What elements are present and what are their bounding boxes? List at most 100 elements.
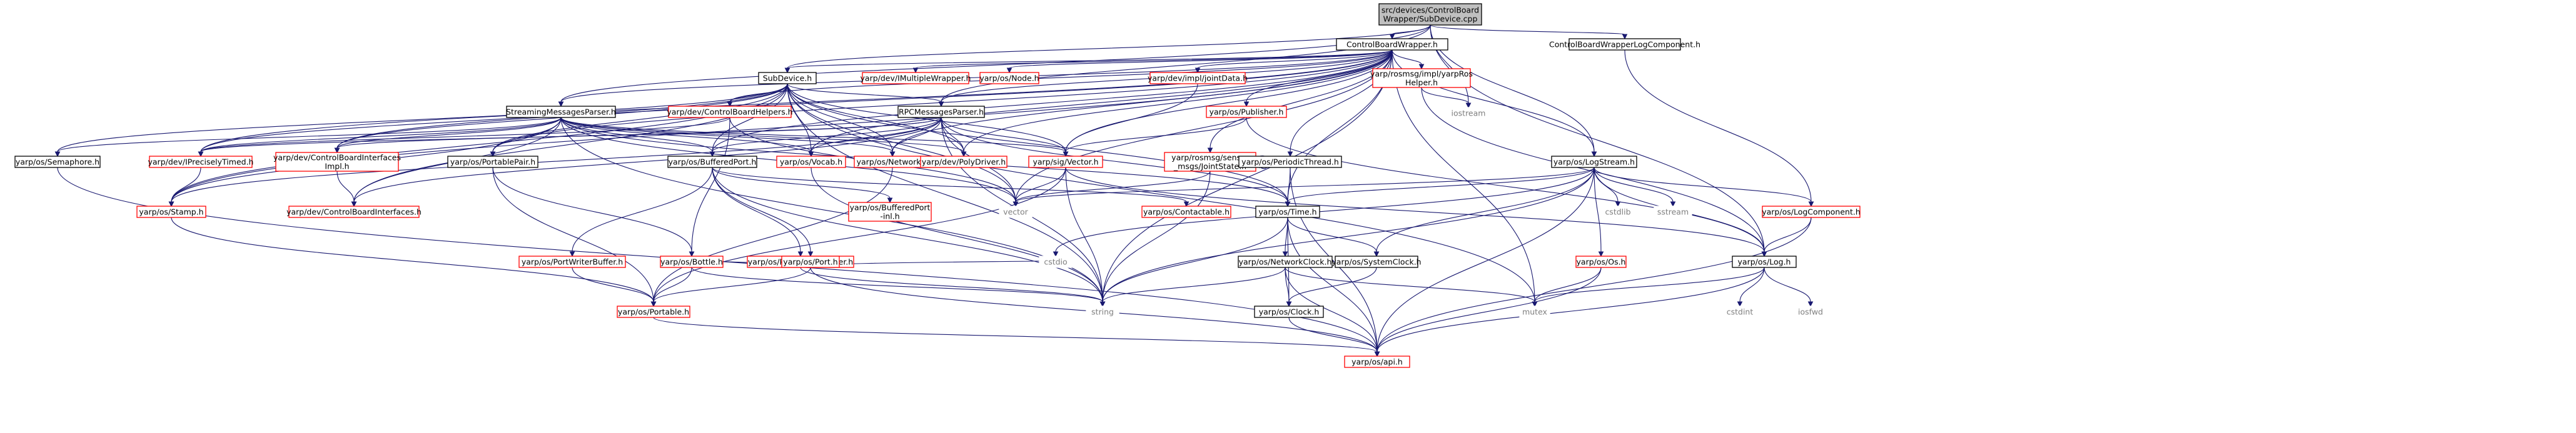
node-logcomp[interactable]: yarp/os/LogComponent.h	[1762, 206, 1861, 218]
node-label: cstdlib	[1605, 207, 1630, 217]
node-box	[667, 156, 757, 168]
node-portable[interactable]: yarp/os/Portable.h	[617, 306, 690, 318]
node-label: ControlBoardWrapperLogComponent.h	[1549, 40, 1700, 49]
node-label: yarp/os/Clock.h	[1259, 307, 1320, 317]
node-box	[1028, 156, 1103, 168]
node-label: yarp/os/BufferedPort	[850, 203, 931, 212]
node-cbi[interactable]: yarp/dev/ControlBoardInterfaces.h	[286, 206, 422, 218]
node-box	[1654, 206, 1692, 218]
arrowhead	[1287, 151, 1293, 157]
node-box	[518, 256, 626, 268]
node-box	[275, 152, 399, 172]
arrowhead	[807, 251, 814, 257]
edge-smparser-to-sigvector	[560, 117, 1069, 157]
arrowhead	[1591, 151, 1597, 157]
node-node[interactable]: yarp/os/Node.h	[979, 72, 1039, 84]
node-semaphore[interactable]: yarp/os/Semaphore.h	[14, 156, 101, 168]
node-stamp[interactable]: yarp/os/Stamp.h	[136, 206, 206, 218]
node-vector: vector	[999, 206, 1033, 218]
arrowhead	[887, 197, 893, 204]
node-cbw[interactable]: ControlBoardWrapper.h	[1336, 38, 1448, 51]
arrowhead	[961, 151, 967, 157]
node-cbhelpers[interactable]: yarp/dev/ControlBoardHelpers.h	[667, 106, 793, 118]
edge-smparser-to-vocab	[560, 117, 814, 157]
node-subdev[interactable]: SubDevice.h	[758, 72, 817, 84]
arrowhead	[1243, 101, 1250, 107]
edges-layer	[54, 24, 1814, 357]
node-label: yarp/os/SystemClock.h	[1331, 257, 1421, 267]
node-label: ControlBoardWrapper.h	[1346, 40, 1438, 49]
node-box	[149, 156, 253, 168]
node-label: Impl.h	[325, 162, 349, 171]
node-label: yarp/os/Log.h	[1738, 257, 1791, 267]
node-logstream[interactable]: yarp/os/LogStream.h	[1551, 156, 1637, 168]
node-bottle[interactable]: yarp/os/Bottle.h	[660, 256, 724, 268]
node-netclock[interactable]: yarp/os/NetworkClock.h	[1238, 256, 1333, 268]
arrowhead	[1532, 301, 1538, 307]
node-port[interactable]: yarp/os/Port.h	[781, 256, 840, 268]
edge-logstream-to-cstdio	[1053, 167, 1595, 257]
node-box	[1450, 107, 1487, 119]
edge-smparser-to-network	[560, 117, 896, 157]
node-os[interactable]: yarp/os/Os.h	[1575, 256, 1627, 268]
arrowhead	[912, 67, 919, 74]
node-bufport[interactable]: yarp/os/BufferedPort.h	[667, 156, 757, 168]
arrowhead	[54, 151, 61, 157]
edge-logstream-to-vector	[1013, 167, 1595, 207]
node-portwbuf[interactable]: yarp/os/PortWriterBuffer.h	[518, 256, 626, 268]
edge-smparser-to-polydriver	[560, 117, 967, 157]
node-polydriver[interactable]: yarp/dev/PolyDriver.h	[920, 156, 1008, 168]
node-clock[interactable]: yarp/os/Clock.h	[1254, 306, 1324, 318]
arrowhead	[889, 151, 896, 157]
edge-bufport-to-port	[712, 167, 814, 257]
edge-bufport-to-contactable	[712, 167, 1190, 207]
edge-cbiimpl-to-cbi	[336, 171, 357, 207]
node-box	[617, 306, 690, 318]
node-network[interactable]: yarp/os/Network.h	[854, 156, 931, 168]
node-iprecise[interactable]: yarp/dev/IPreciselyTimed.h	[148, 156, 254, 168]
node-box	[848, 202, 932, 222]
node-log[interactable]: yarp/os/Log.h	[1732, 256, 1797, 268]
node-cbwlog[interactable]: ControlBoardWrapperLogComponent.h	[1549, 38, 1700, 51]
node-cstdio: cstdio	[1039, 256, 1073, 268]
node-multwrap[interactable]: yarp/dev/IMultipleWrapper.h	[861, 72, 971, 84]
node-contactable[interactable]: yarp/os/Contactable.h	[1141, 206, 1231, 218]
node-root[interactable]: src/devices/ControlBoardWrapper/SubDevic…	[1378, 3, 1482, 26]
node-vocab[interactable]: yarp/os/Vocab.h	[776, 156, 846, 168]
node-label: SubDevice.h	[763, 74, 812, 83]
node-time[interactable]: yarp/os/Time.h	[1255, 206, 1320, 218]
edge-time-to-netclock	[1282, 217, 1288, 257]
node-rpcparser[interactable]: RPCMessagesParser.h	[897, 106, 985, 118]
edge-portable-to-api	[653, 317, 1380, 357]
node-label: sstream	[1657, 207, 1689, 217]
node-box	[776, 156, 846, 168]
arrowhead	[797, 251, 804, 257]
edge-logstream-to-logcomp	[1594, 167, 1814, 207]
node-label: mutex	[1522, 307, 1547, 317]
node-label: cstdint	[1727, 307, 1754, 317]
node-sysclock[interactable]: yarp/os/SystemClock.h	[1331, 256, 1422, 268]
node-api[interactable]: yarp/os/api.h	[1344, 356, 1410, 368]
edge-root-to-cbwlog	[1430, 24, 1628, 40]
node-jointdata[interactable]: yarp/dev/impl/jointData.h	[1148, 72, 1248, 84]
edge-bufport-to-bufportinl	[712, 167, 893, 204]
arrowhead	[784, 67, 790, 74]
node-mutex: mutex	[1519, 306, 1550, 318]
node-smparser[interactable]: StreamingMessagesParser.h	[506, 106, 616, 118]
node-iostream: iostream	[1450, 107, 1487, 119]
node-bufportinl[interactable]: yarp/os/BufferedPort-inl.h	[848, 202, 932, 222]
node-publisher[interactable]: yarp/os/Publisher.h	[1206, 106, 1287, 118]
arrowhead	[490, 151, 496, 157]
node-periodic[interactable]: yarp/os/PeriodicThread.h	[1238, 156, 1342, 168]
edge-logstream-to-sysclock	[1373, 167, 1595, 257]
arrowhead	[1099, 301, 1106, 307]
node-iosfwd: iosfwd	[1794, 306, 1827, 318]
edge-logstream-to-os	[1594, 167, 1604, 257]
node-portpair[interactable]: yarp/os/PortablePair.h	[447, 156, 538, 168]
node-box	[999, 206, 1033, 218]
node-box	[862, 72, 969, 84]
node-sigvector[interactable]: yarp/sig/Vector.h	[1028, 156, 1103, 168]
arrowhead	[1622, 34, 1628, 40]
